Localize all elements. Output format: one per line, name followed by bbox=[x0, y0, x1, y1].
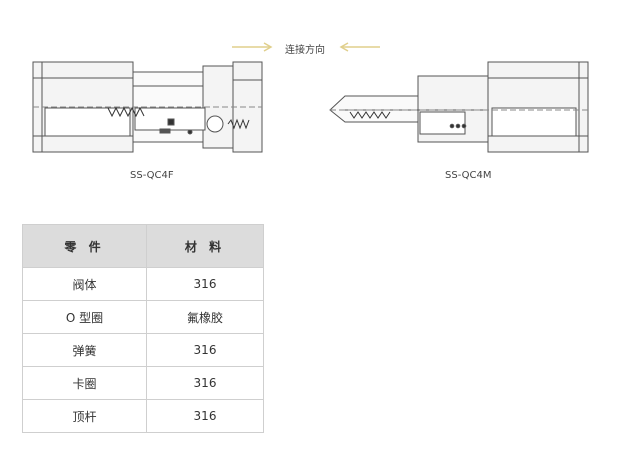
table-row: 卡圈 316 bbox=[22, 366, 264, 400]
connector-illustration bbox=[32, 42, 589, 153]
parts-material-table: 零 件 材 料 阀体 316 O 型圈 氟橡胶 弹簧 316 卡圈 316 顶杆… bbox=[22, 224, 264, 433]
part-cell: 卡圈 bbox=[22, 366, 147, 400]
table-row: 弹簧 316 bbox=[22, 333, 264, 367]
female-body-drawing bbox=[32, 61, 263, 153]
male-model-label: SS-QC4M bbox=[445, 170, 492, 181]
material-cell: 316 bbox=[146, 399, 264, 433]
header-material: 材 料 bbox=[146, 224, 264, 268]
material-cell: 316 bbox=[146, 267, 264, 301]
part-cell: 弹簧 bbox=[22, 333, 147, 367]
female-model-label: SS-QC4F bbox=[130, 170, 174, 181]
part-cell: O 型圈 bbox=[22, 300, 147, 334]
table-row: 顶杆 316 bbox=[22, 399, 264, 433]
material-cell: 氟橡胶 bbox=[146, 300, 264, 334]
header-part: 零 件 bbox=[22, 224, 147, 268]
connection-direction-label: 连接方向 bbox=[285, 45, 325, 56]
part-cell: 顶杆 bbox=[22, 399, 147, 433]
material-cell: 316 bbox=[146, 333, 264, 367]
table-row: O 型圈 氟橡胶 bbox=[22, 300, 264, 334]
table-header-row: 零 件 材 料 bbox=[22, 224, 264, 268]
arrow-right-icon bbox=[232, 42, 273, 52]
arrow-left-icon bbox=[339, 42, 380, 52]
table-row: 阀体 316 bbox=[22, 267, 264, 301]
part-cell: 阀体 bbox=[22, 267, 147, 301]
connector-drawing: 连接方向 SS-QC4F SS-QC4M bbox=[0, 0, 644, 215]
material-cell: 316 bbox=[146, 366, 264, 400]
male-body-drawing bbox=[329, 61, 589, 153]
